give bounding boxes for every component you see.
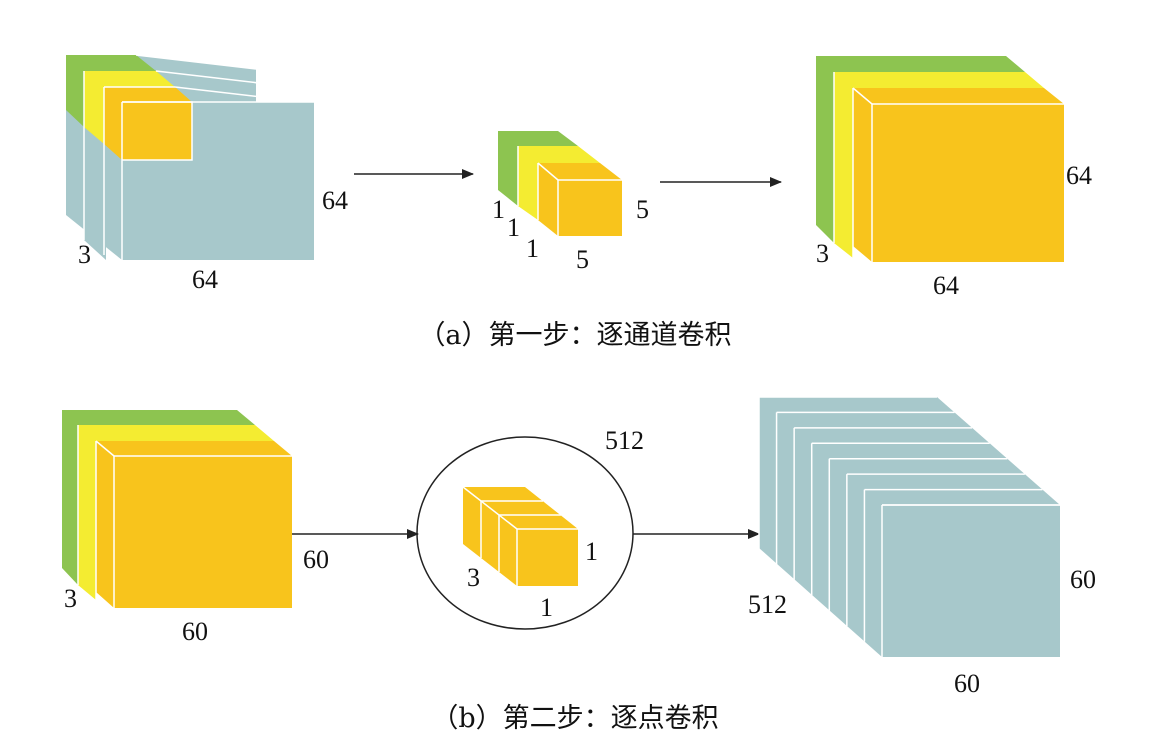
step1-input-volume	[66, 54, 314, 260]
orange-kernel-window	[104, 87, 192, 160]
step1-output-volume	[816, 56, 1064, 262]
step1-kernel-channel-label-2: 1	[507, 213, 520, 242]
step1-input-width-label: 64	[192, 265, 218, 294]
step1-output-height-label: 64	[1066, 161, 1092, 190]
step2-output-volume	[758, 396, 1060, 657]
step1-output-depth-label: 3	[816, 239, 829, 268]
step1-caption: （a）第一步：逐通道卷积	[418, 320, 731, 351]
yellow-channel-block	[84, 71, 175, 144]
step1-output-width-label: 64	[933, 271, 959, 300]
step2-kernel-count-label: 512	[605, 426, 644, 455]
step2-output-width-label: 60	[954, 669, 980, 698]
step2-output-height-label: 60	[1070, 565, 1096, 594]
step1-kernel-channel-label-1: 1	[492, 195, 505, 224]
step2-kernel-depth-label: 3	[467, 563, 480, 592]
step1-kernel-channel-label-3: 1	[526, 234, 539, 263]
step2-output-depth-label: 512	[748, 590, 787, 619]
step1-kernel-volume	[498, 131, 622, 236]
step2-kernel-height-label: 1	[585, 537, 598, 566]
step2-input-volume	[62, 410, 292, 608]
step2-input-width-label: 60	[182, 617, 208, 646]
step2-kernel-width-label: 1	[540, 593, 553, 622]
step1-input-depth-label: 3	[78, 240, 91, 269]
step2-input-height-label: 60	[303, 545, 329, 574]
step2-pointwise-kernel	[462, 486, 578, 586]
step1-kernel-width-label: 5	[576, 245, 589, 274]
step1-kernel-height-label: 5	[636, 195, 649, 224]
step2-caption: （b）第二步：逐点卷积	[431, 703, 718, 734]
step2-input-depth-label: 3	[64, 584, 77, 613]
step2-kernel-set-circle	[416, 436, 634, 630]
step1-input-height-label: 64	[322, 186, 348, 215]
